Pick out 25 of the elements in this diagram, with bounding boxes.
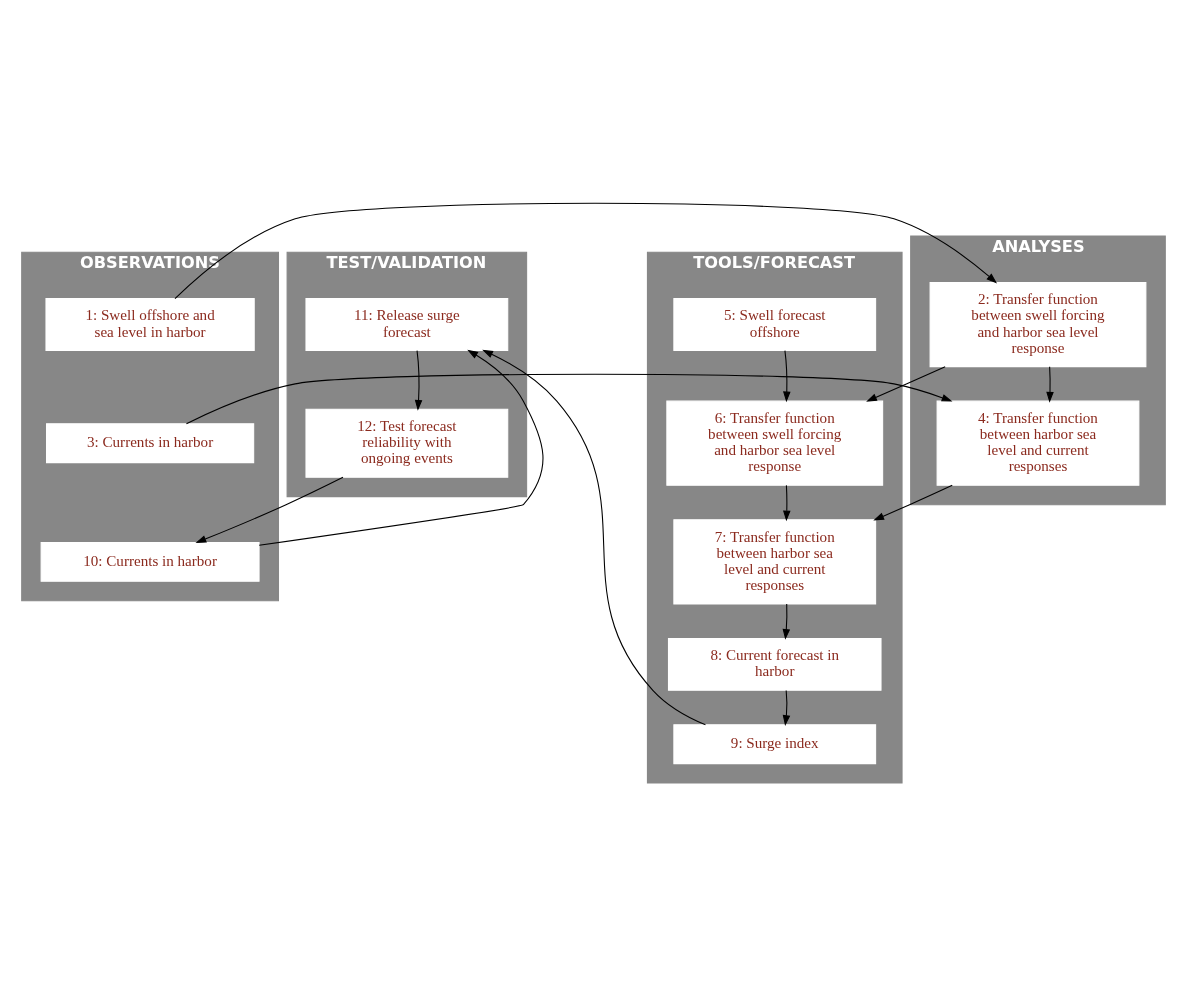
node-box: 6: Transfer function between swell forcing and harbor sea level response [666,400,884,486]
node-box: 4: Transfer function between harbor sea level and current responses [936,400,1140,486]
arrow [1046,365,1054,403]
arrow [414,349,423,411]
arrow [195,476,344,543]
node-box: 10: Currents in harbor [40,541,260,582]
node-box: 1: Swell offshore and sea level in harbor [45,297,255,351]
arrow [783,484,791,521]
node-box: 9: Surge index [673,723,877,764]
node-box: 12: Test forecast reliability with ongoing events [305,408,509,478]
node-box: 7: Transfer function between harbor sea level and current responses [673,518,877,604]
node-box: 8: Current forecast in harbor [667,637,882,691]
arrow [185,373,953,424]
arrow [782,603,791,640]
arrow [482,349,706,725]
arrow [782,689,791,726]
node-box: 5: Swell forecast offshore [673,297,877,351]
arrow [866,365,946,402]
arrow [783,349,791,402]
arrow [174,202,998,299]
arrow [258,349,544,546]
node-box: 3: Currents in harbor [46,422,255,463]
node-box: 11: Release surge forecast [305,297,509,351]
arrow [873,484,953,520]
node-box: 2: Transfer function between swell forcing and harbor sea level response [929,281,1147,367]
